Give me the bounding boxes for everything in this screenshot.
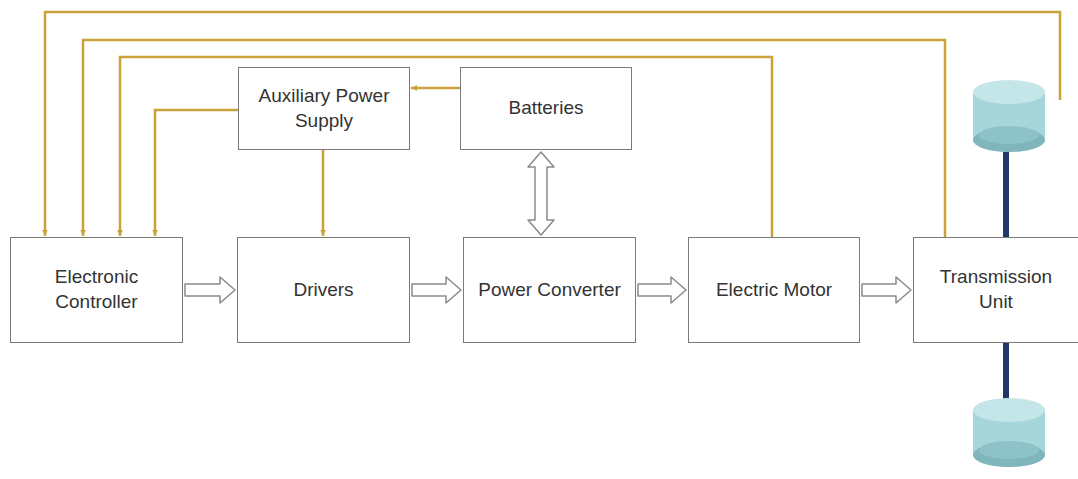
box-label: Transmission Unit (922, 265, 1070, 314)
power-flow-arrow (185, 277, 235, 303)
process-box: Power Converter (463, 237, 636, 343)
sensor-wire (45, 12, 1060, 236)
box-label: Power Converter (478, 278, 621, 303)
box-label: Electronic Controller (19, 265, 174, 314)
box-label: Electric Motor (716, 278, 832, 303)
signal-line (83, 40, 945, 237)
process-box: Electronic Controller (10, 237, 183, 343)
box-label: Auxiliary Power Supply (247, 84, 401, 133)
signal-line (322, 150, 325, 236)
process-box: Auxiliary Power Supply (238, 67, 410, 150)
process-box: Drivers (237, 237, 410, 343)
box-label: Batteries (509, 96, 584, 121)
power-flow-arrow (638, 277, 686, 303)
signal-line (120, 57, 772, 237)
process-box: Electric Motor (688, 237, 860, 343)
power-flow-arrow (412, 277, 461, 303)
power-flow-arrow (528, 152, 554, 235)
power-flow-arrow (862, 277, 911, 303)
process-box: Transmission Unit (913, 237, 1078, 343)
signal-line (411, 87, 460, 90)
wheel (973, 80, 1045, 152)
box-label: Drivers (293, 278, 353, 303)
wheel (973, 398, 1045, 467)
process-box: Batteries (460, 67, 632, 150)
signal-line (155, 110, 238, 236)
